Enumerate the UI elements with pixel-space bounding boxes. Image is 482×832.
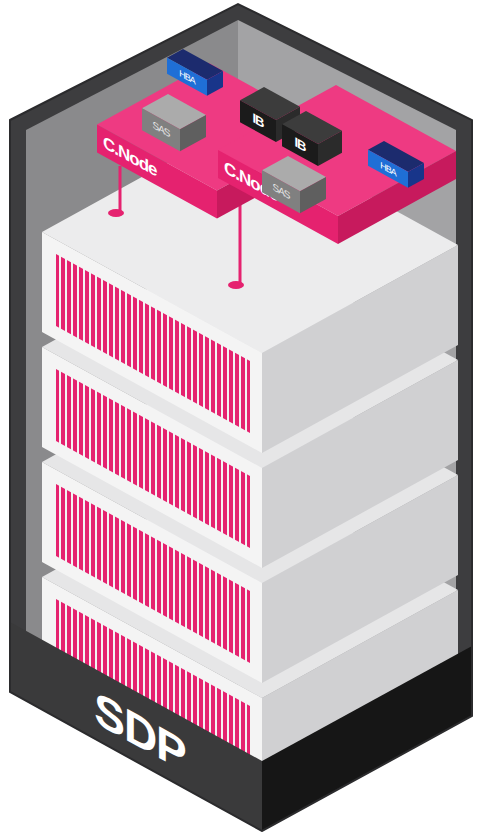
rack-shell: [10, 4, 472, 831]
hba-card: HBA: [368, 141, 424, 188]
node-stem: [119, 166, 122, 212]
node-outline: [262, 156, 326, 213]
shelf-side: [262, 245, 458, 453]
node-stem-foot: [108, 209, 124, 217]
node-outline: [368, 141, 424, 188]
box-front: [368, 150, 408, 188]
box-front: [262, 170, 300, 213]
node-outline: [167, 49, 223, 96]
box-front: [142, 108, 180, 151]
node-outline: [142, 94, 206, 151]
box-side: [207, 71, 223, 96]
sas-module: SAS: [262, 156, 326, 213]
sas-module: SAS: [142, 94, 206, 151]
rack-base-front: [10, 622, 262, 831]
box-side: [300, 177, 326, 213]
rack-base-side: [262, 646, 472, 831]
box-side: [180, 115, 206, 151]
box-side: [318, 131, 342, 166]
drive-slats: [56, 254, 250, 433]
shelf-front: [42, 232, 262, 453]
rack-label: SDP: [90, 669, 190, 794]
hba-card: HBA: [167, 49, 223, 96]
shelf: [42, 124, 458, 453]
box-side: [408, 163, 424, 188]
rack-outline: [10, 4, 472, 831]
box-front: [167, 58, 207, 96]
node-stem-foot: [228, 281, 244, 289]
